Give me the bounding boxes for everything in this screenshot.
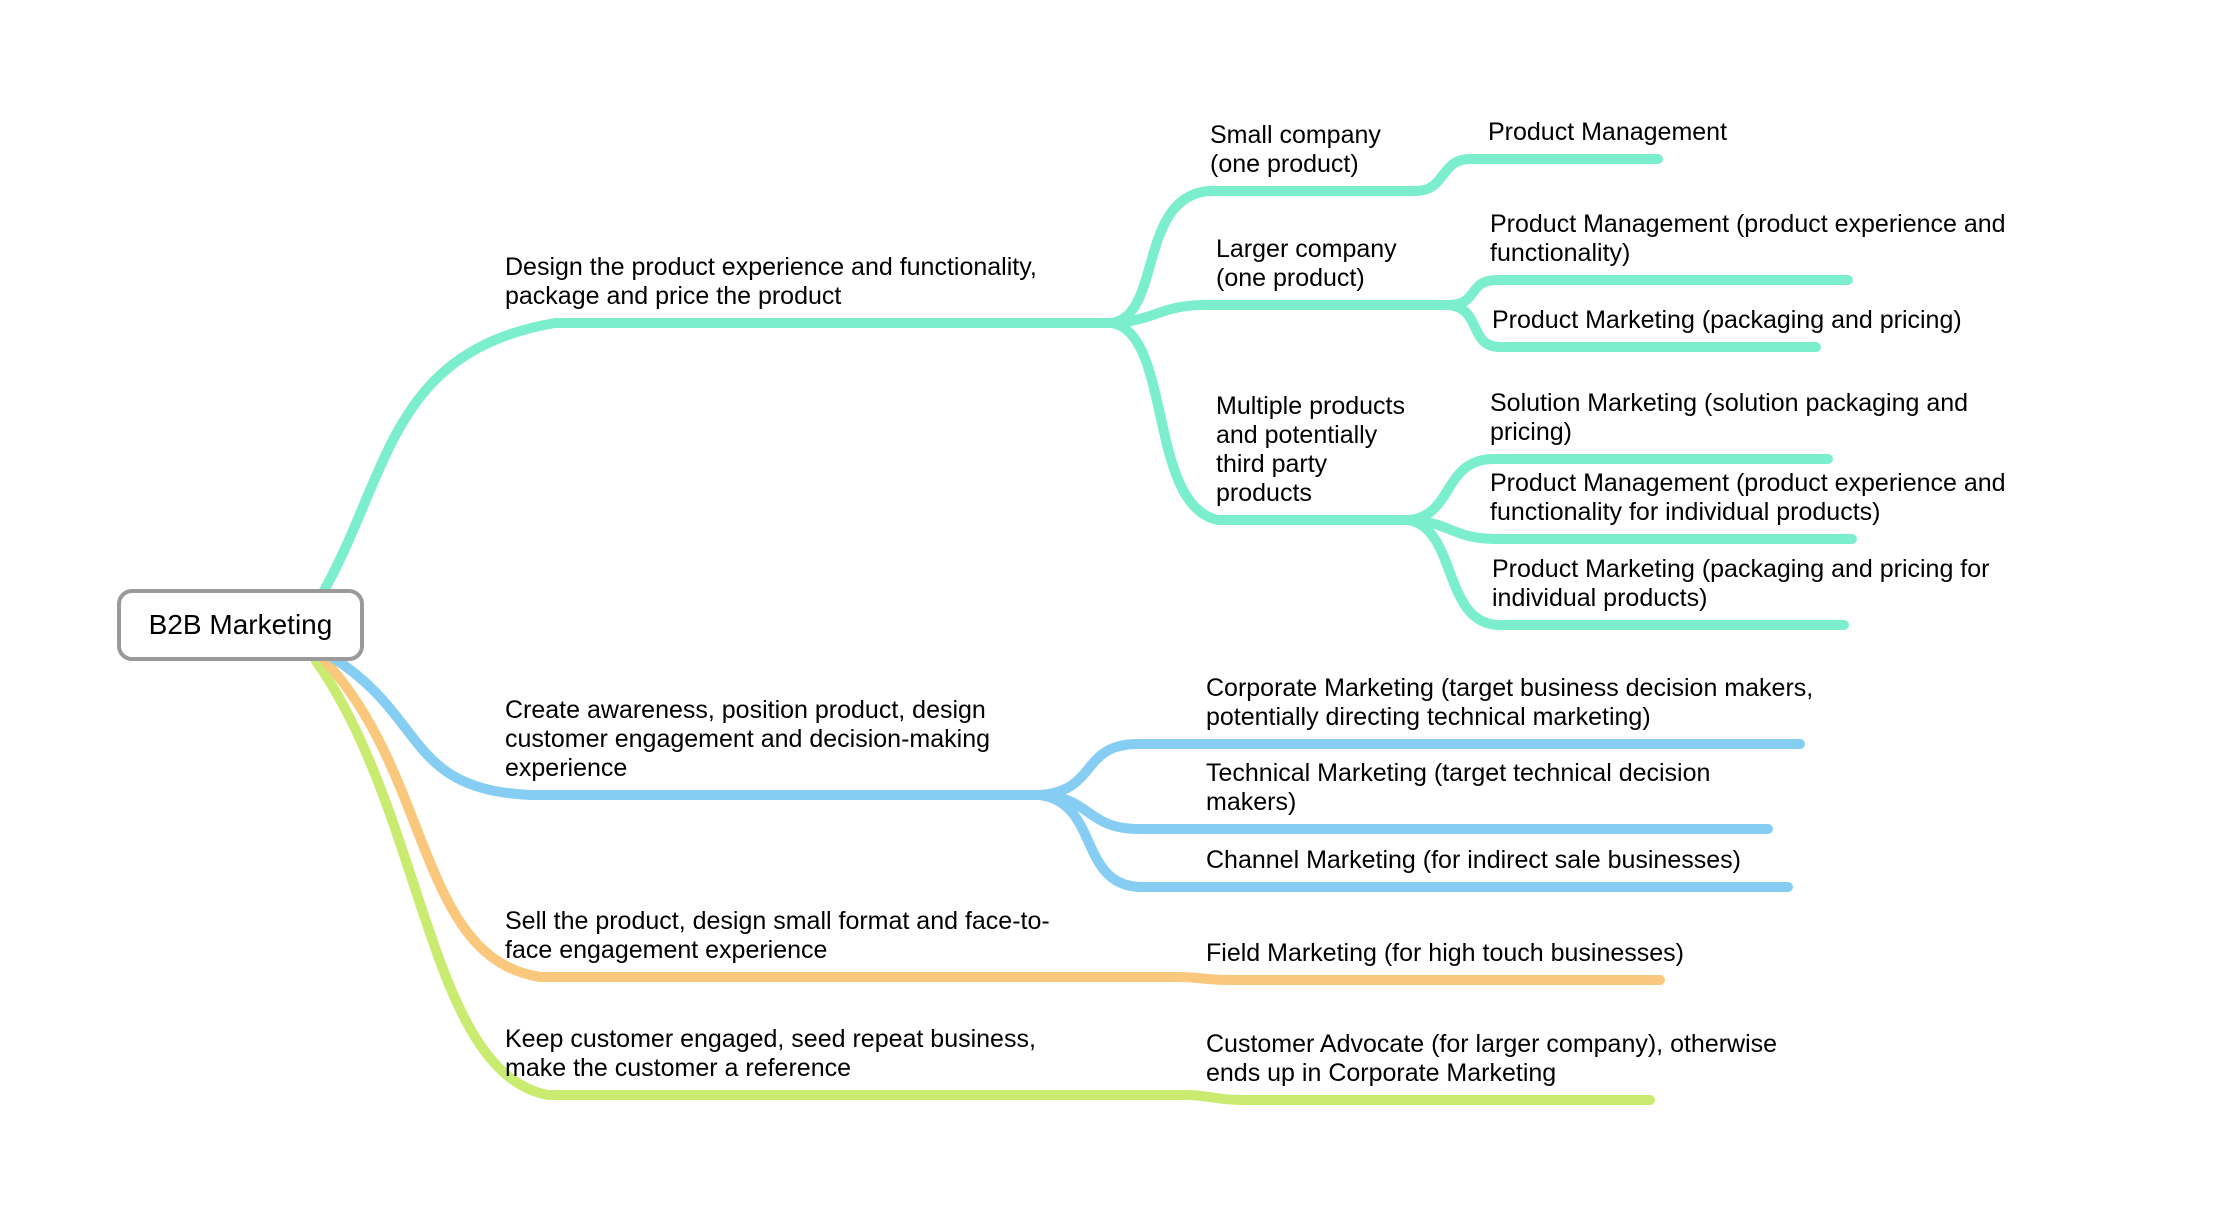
branch-line-pm-functionality (1443, 275, 1853, 310)
branch-line-pmkt-packaging (1443, 300, 1821, 352)
node-label-larger-company[interactable]: Larger company (one product) (1216, 235, 1397, 292)
node-label-pm-individual[interactable]: Product Management (product experience a… (1490, 469, 2006, 526)
root-node-box[interactable] (117, 589, 364, 661)
branch-line-product-management (1411, 154, 1663, 196)
branch-line-awareness (327, 652, 1045, 800)
node-label-solution-marketing[interactable]: Solution Marketing (solution packaging a… (1490, 389, 1969, 446)
node-label-field-marketing[interactable]: Field Marketing (for high touch business… (1206, 939, 1685, 967)
node-label-small-company[interactable]: Small company (one product) (1210, 121, 1381, 178)
branch-line-product-design (312, 318, 1117, 608)
branch-line-sales (319, 655, 1181, 982)
branch-line-pmkt-individual (1403, 515, 1849, 630)
node-label-multiple-products[interactable]: Multiple products and potentially third … (1216, 392, 1405, 507)
node-label-pm-functionality[interactable]: Product Management (product experience a… (1490, 210, 2006, 267)
node-label-pmkt-packaging[interactable]: Product Marketing (packaging and pricing… (1492, 306, 1962, 334)
node-label-pmkt-individual[interactable]: Product Marketing (packaging and pricing… (1492, 555, 1990, 612)
branch-line-multiple-products (1107, 318, 1413, 525)
node-label-product-design[interactable]: Design the product experience and functi… (505, 253, 1037, 310)
node-label-sales[interactable]: Sell the product, design small format an… (505, 907, 1050, 964)
branch-line-customer-advocate (1179, 1090, 1655, 1105)
branch-line-corporate-marketing (1035, 739, 1805, 800)
root-node-label[interactable]: B2B Marketing (148, 609, 333, 640)
branch-line-solution-marketing (1403, 454, 1833, 525)
node-label-retention[interactable]: Keep customer engaged, seed repeat busin… (505, 1025, 1036, 1082)
node-label-channel-marketing[interactable]: Channel Marketing (for indirect sale bus… (1206, 846, 1741, 874)
node-label-product-management[interactable]: Product Management (1488, 118, 1728, 146)
branch-line-retention (311, 656, 1189, 1100)
branch-line-larger-company (1107, 300, 1453, 328)
branch-line-channel-marketing (1035, 790, 1793, 892)
branch-line-small-company (1107, 186, 1421, 328)
node-label-corporate-marketing[interactable]: Corporate Marketing (target business dec… (1206, 674, 1814, 731)
node-label-customer-advocate[interactable]: Customer Advocate (for larger company), … (1206, 1030, 1778, 1087)
branch-line-field-marketing (1171, 972, 1665, 985)
node-label-awareness[interactable]: Create awareness, position product, desi… (505, 696, 990, 782)
node-label-technical-marketing[interactable]: Technical Marketing (target technical de… (1206, 759, 1711, 816)
